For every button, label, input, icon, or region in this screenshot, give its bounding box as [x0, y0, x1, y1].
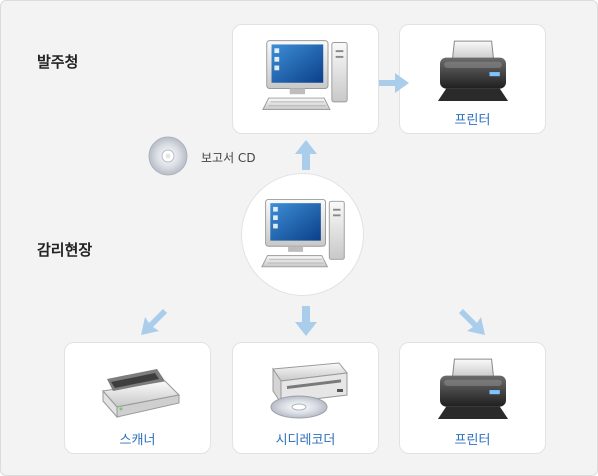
- printer-card-bottom: 프린터: [399, 342, 546, 454]
- supervision-computer-node: [241, 173, 364, 296]
- scanner-label: 스캐너: [119, 433, 156, 448]
- arrow-icon-down-right: [459, 309, 485, 335]
- arrow-icon-computer-to-printer: [379, 73, 409, 93]
- scanner-card: 스캐너: [64, 342, 211, 454]
- arrow-icon-down: [295, 306, 317, 336]
- printer-label-top: 프린터: [454, 113, 491, 128]
- arrow-icon-down-left: [141, 309, 167, 335]
- report-cd-label: 보고서 CD: [201, 151, 256, 165]
- cd-drive-icon: [270, 362, 348, 419]
- cd-recorder-card: 시디레코더: [232, 342, 379, 454]
- ordering-agency-computer-card: [232, 24, 379, 134]
- scanner-icon: [102, 369, 181, 419]
- section-label-ordering-agency: 발주청: [37, 53, 79, 71]
- computer-icon: [262, 40, 348, 111]
- printer-icon: [437, 358, 509, 420]
- arrow-icon-up: [295, 140, 317, 170]
- computer-icon: [261, 198, 345, 268]
- cd-icon: [148, 136, 188, 176]
- printer-icon: [437, 40, 509, 102]
- printer-card-top: 프린터: [399, 24, 546, 134]
- cd-recorder-label: 시디레코더: [275, 433, 336, 448]
- section-label-supervision-site: 감리현장: [37, 241, 93, 259]
- printer-label-bottom: 프린터: [454, 433, 491, 448]
